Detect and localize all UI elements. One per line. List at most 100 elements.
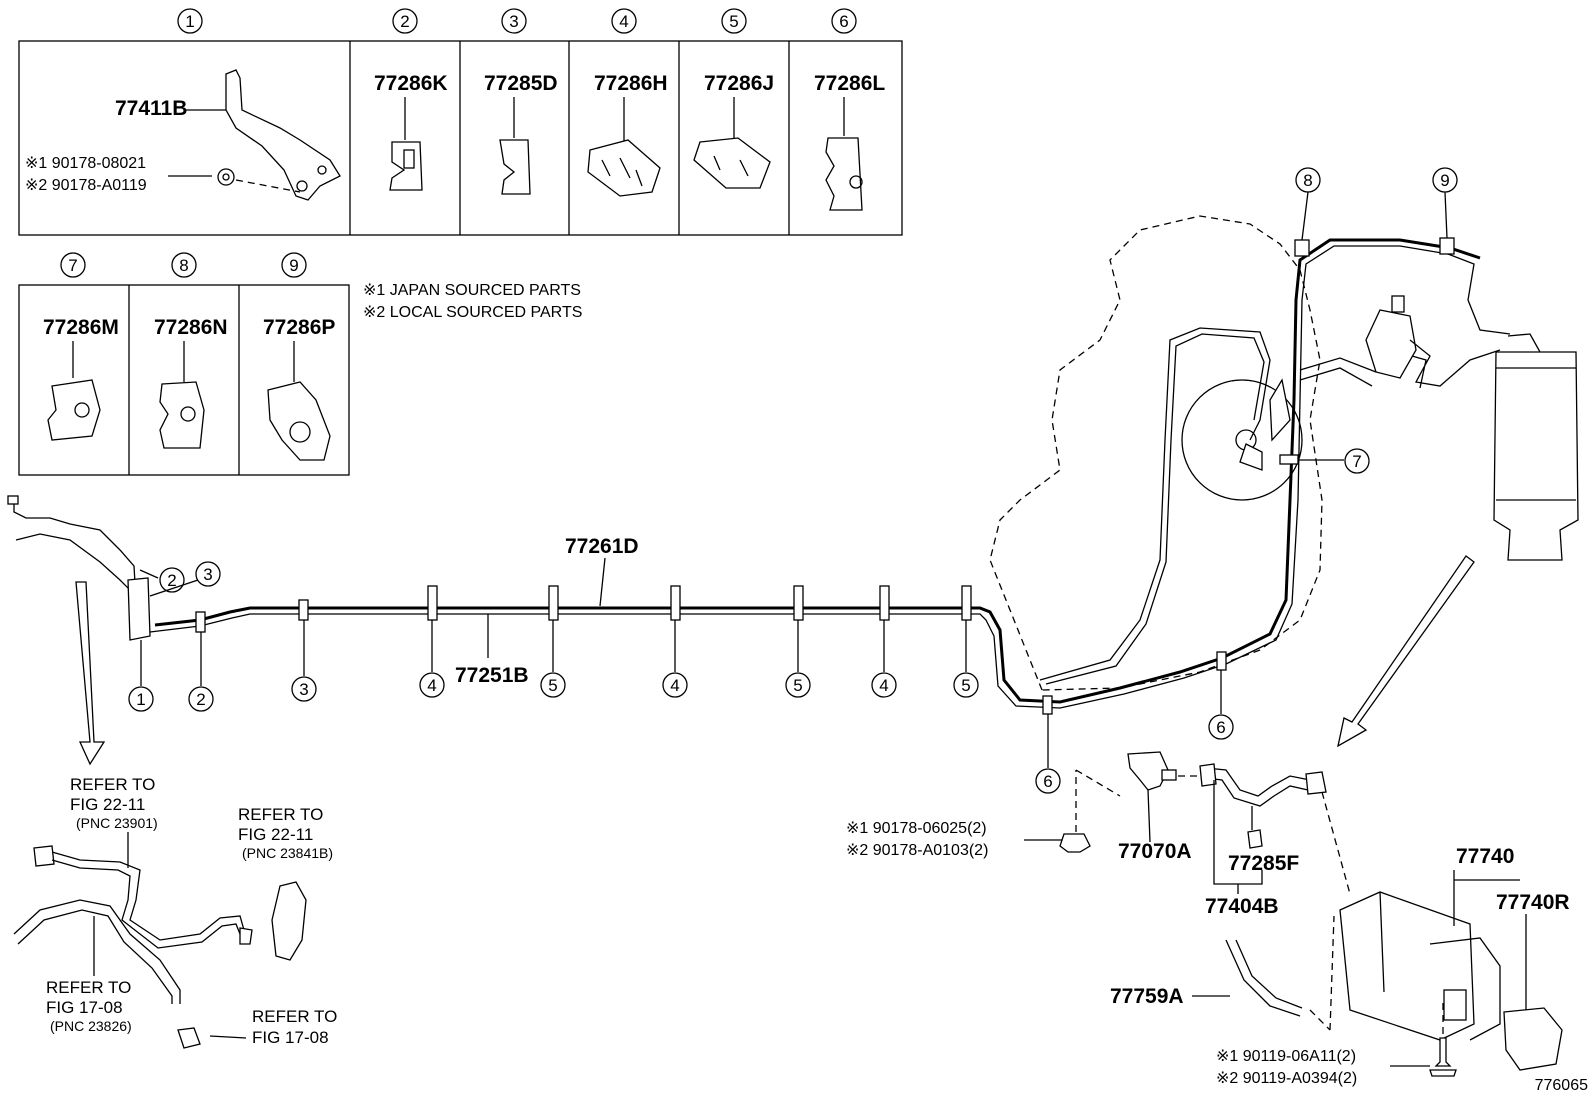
svg-text:REFER TO: REFER TO — [238, 805, 323, 824]
clip-3-icon — [499, 139, 531, 195]
svg-text:REFER TO: REFER TO — [70, 775, 155, 794]
bracket-nut-local: ※2 90178-A0119 — [25, 177, 147, 194]
svg-text:FIG 17-08: FIG 17-08 — [252, 1028, 329, 1047]
clip-6-icon — [825, 137, 863, 211]
header-callout-7: 7 — [60, 252, 86, 278]
clip-5-icon — [693, 137, 771, 189]
charcoal-canister — [1339, 891, 1501, 1041]
svg-text:6: 6 — [1216, 718, 1225, 737]
bracket-part-number: 77411B — [115, 97, 187, 120]
svg-text:6: 6 — [1043, 772, 1052, 791]
svg-text:3: 3 — [509, 12, 518, 31]
valve-icon — [1127, 751, 1169, 791]
svg-text:9: 9 — [289, 256, 298, 275]
ref-group-4: REFER TO FIG 17-08 — [177, 1007, 337, 1049]
callout-1-bracket: 1 — [128, 686, 154, 712]
svg-text:FIG 22-11: FIG 22-11 — [238, 825, 313, 844]
bolt-local-qty: ※2 90119-A0394(2) — [1216, 1070, 1357, 1087]
svg-text:3: 3 — [299, 680, 308, 699]
canister-r-part-number: 77740R — [1496, 891, 1570, 914]
svg-text:REFER TO: REFER TO — [46, 978, 131, 997]
ref-group-2: REFER TO FIG 22-11 (PNC 23841B) — [238, 805, 333, 861]
callout-4-b: 4 — [662, 672, 688, 698]
clamp-part-number: 77285F — [1228, 852, 1299, 875]
nut-icon — [217, 168, 235, 186]
bracket-nut-japan: ※1 90178-08021 — [25, 155, 146, 172]
header-callout-8: 8 — [171, 252, 197, 278]
svg-text:5: 5 — [793, 676, 802, 695]
clip-5-part-number: 77286J — [704, 72, 774, 95]
header-callout-5: 5 — [721, 8, 747, 34]
pump-assembly — [1239, 295, 1501, 471]
svg-text:8: 8 — [179, 256, 188, 275]
clip-9-part-number: 77286P — [263, 316, 335, 339]
grommet-icon — [1059, 833, 1091, 853]
clip-4-icon — [587, 139, 661, 197]
svg-text:4: 4 — [670, 676, 679, 695]
svg-text:1: 1 — [136, 690, 145, 709]
fuel-pump-disk — [1181, 379, 1303, 501]
ref-group-1: REFER TO FIG 22-11 (PNC 23901) — [70, 775, 158, 868]
nut-japan-qty: ※1 90178-06025(2) — [846, 820, 987, 837]
nut-local-qty: ※2 90178-A0103(2) — [846, 842, 988, 859]
svg-text:(PNC 23826): (PNC 23826) — [50, 1018, 132, 1034]
callout-3-lower: 3 — [291, 676, 317, 702]
header-callout-6: 6 — [831, 8, 857, 34]
callout-5-c: 5 — [953, 672, 979, 698]
svg-text:5: 5 — [961, 676, 970, 695]
canister-filter-icon — [1503, 1007, 1563, 1071]
callout-6-b: 6 — [1208, 714, 1234, 740]
left-end-lines — [7, 495, 151, 641]
svg-text:7: 7 — [1352, 452, 1361, 471]
clip-table-bottom: 7 8 9 77286M 77286N 77286P — [18, 252, 350, 476]
clip-8-icon — [159, 381, 205, 449]
callout-8-tank: 8 — [1295, 167, 1321, 193]
hose-part-number: 77759A — [1110, 985, 1184, 1008]
svg-text:5: 5 — [548, 676, 557, 695]
svg-text:9: 9 — [1440, 171, 1449, 190]
svg-text:REFER TO: REFER TO — [252, 1007, 337, 1026]
svg-text:4: 4 — [879, 676, 888, 695]
svg-text:FIG 22-11: FIG 22-11 — [70, 795, 145, 814]
header-callout-4: 4 — [611, 8, 637, 34]
clip-4-part-number: 77286H — [594, 72, 668, 95]
callout-5-a: 5 — [540, 672, 566, 698]
svg-text:(PNC 23901): (PNC 23901) — [76, 815, 158, 831]
legend-local: ※2 LOCAL SOURCED PARTS — [363, 304, 582, 321]
callout-9-tank: 9 — [1432, 167, 1458, 193]
clip-7-part-number: 77286M — [43, 316, 119, 339]
callout-4-a: 4 — [419, 672, 445, 698]
svg-text:3: 3 — [203, 565, 212, 584]
callout-3-upper: 3 — [195, 561, 221, 587]
diagram-id: 776065 — [1535, 1077, 1588, 1094]
clip-9-icon — [267, 381, 331, 461]
tube-callouts: 1 2 3 4 5 4 5 4 5 6 6 7 8 9 2 3 — [128, 167, 1458, 794]
callout-2-lower: 2 — [188, 686, 214, 712]
main-tubes — [149, 238, 1511, 709]
valve-part-number: 77070A — [1118, 840, 1192, 863]
fuel-tank-outline — [989, 215, 1323, 691]
svg-text:(PNC 23841B): (PNC 23841B) — [242, 845, 333, 861]
hose-assy-part-number: 77404B — [1205, 895, 1279, 918]
clip-8-part-number: 77286N — [154, 316, 228, 339]
svg-text:2: 2 — [167, 571, 176, 590]
svg-text:2: 2 — [196, 690, 205, 709]
svg-text:4: 4 — [427, 676, 436, 695]
arrows — [75, 555, 1475, 766]
clip-3-part-number: 77285D — [484, 72, 558, 95]
lower-left-hoses — [13, 845, 307, 1004]
svg-text:2: 2 — [400, 12, 409, 31]
bolt-japan-qty: ※1 90119-06A11(2) — [1216, 1048, 1356, 1065]
callout-5-b: 5 — [785, 672, 811, 698]
svg-text:7: 7 — [68, 256, 77, 275]
svg-text:6: 6 — [839, 12, 848, 31]
tube-upper-part-number: 77261D — [565, 535, 639, 558]
clip-2-part-number: 77286K — [374, 72, 448, 95]
vertical-canister — [1493, 333, 1579, 561]
bolt-icon — [1434, 1037, 1452, 1067]
clip-2-icon — [389, 141, 423, 191]
svg-text:1: 1 — [185, 12, 194, 31]
callout-4-c: 4 — [871, 672, 897, 698]
header-callout-3: 3 — [501, 8, 527, 34]
